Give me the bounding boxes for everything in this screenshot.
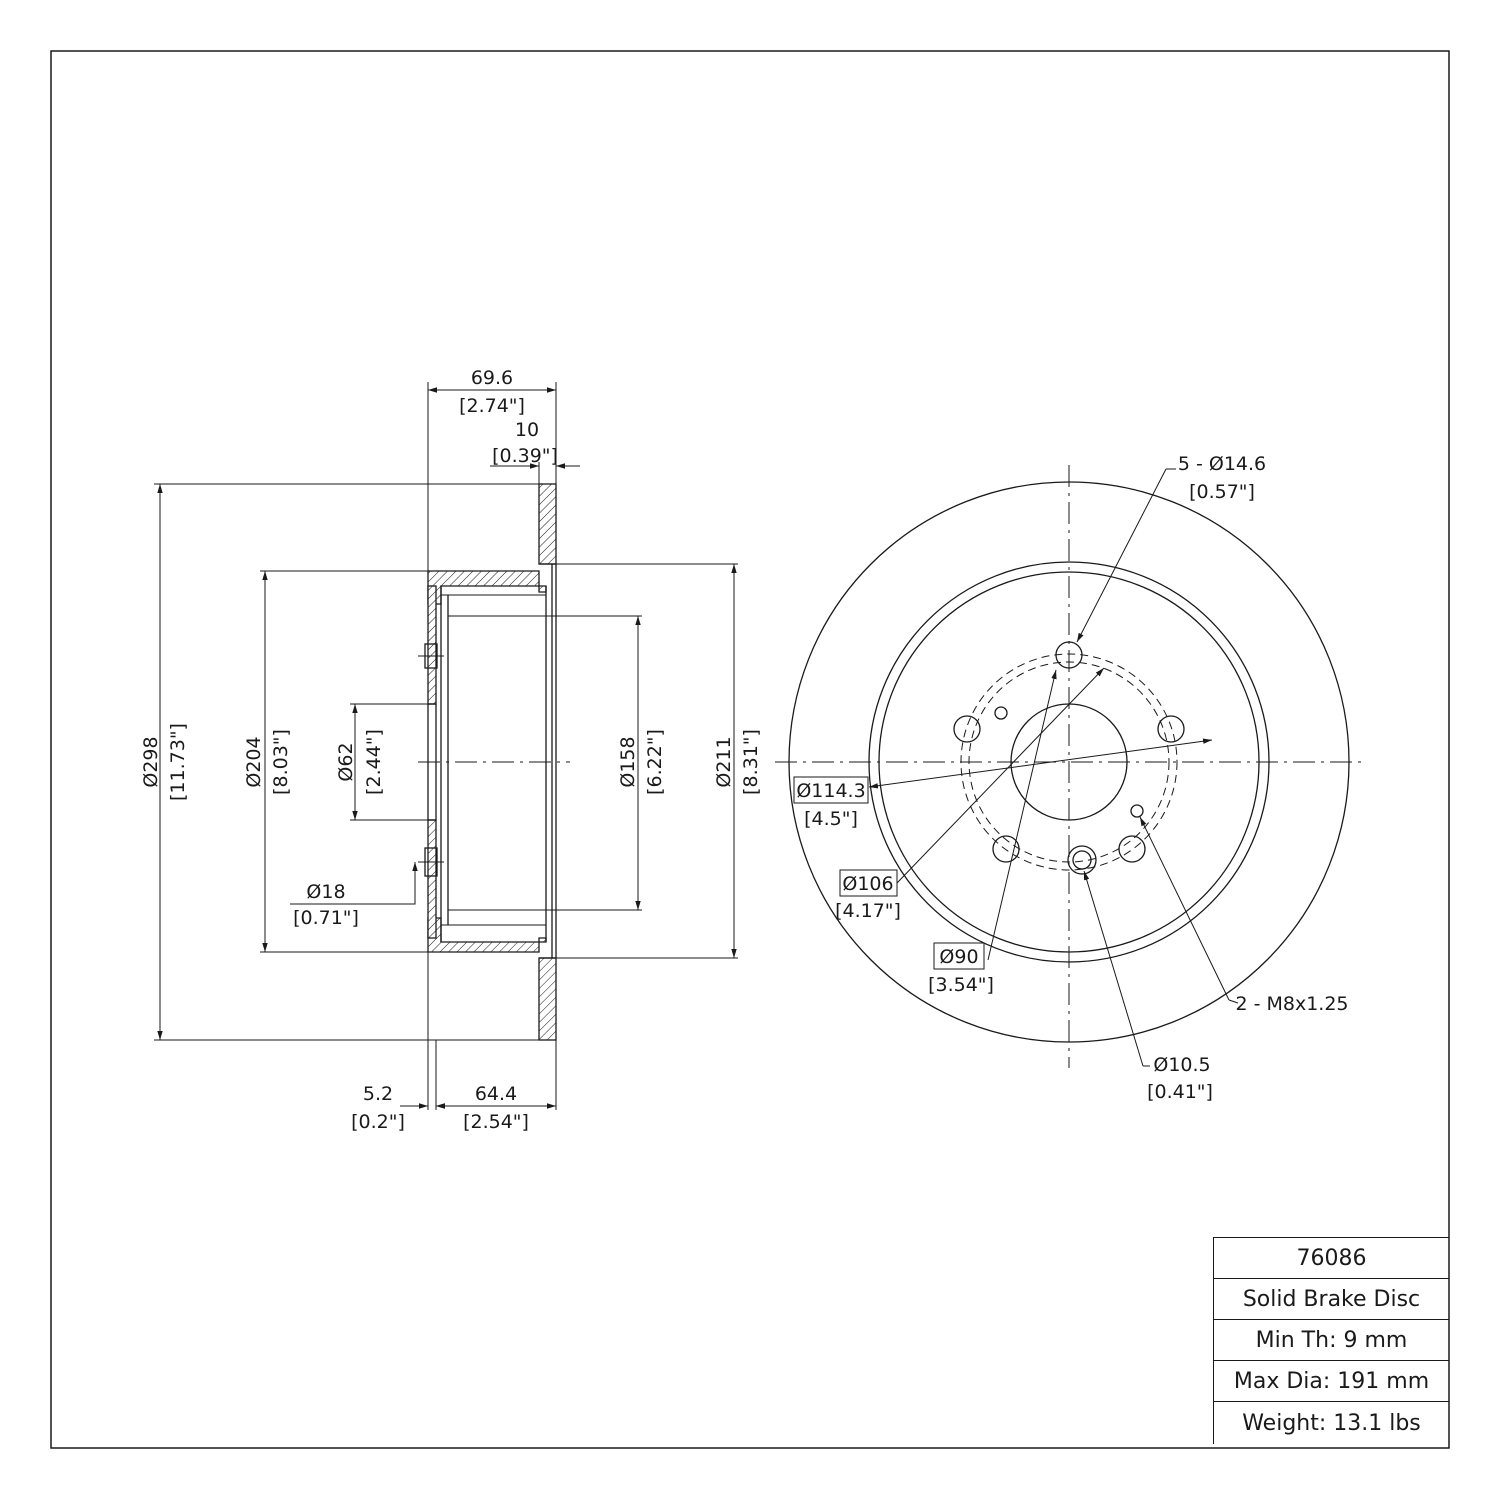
dim-inner-diameter-mm: Ø158 — [617, 736, 639, 787]
side-section-view: 69.6 [2.74"] 10 [0.39"] Ø298 [11.73"] Ø2… — [140, 367, 762, 1133]
bolt-circle-label: Ø114.3 — [796, 780, 865, 802]
part-number: 76086 — [1214, 1238, 1449, 1279]
bolt-holes-label: 5 - Ø14.6 — [1178, 453, 1266, 475]
dim-hat-diameter-mm: Ø204 — [243, 736, 265, 787]
weight: Weight: 13.1 lbs — [1242, 1410, 1421, 1436]
dim-hat-thickness-mm: 5.2 — [363, 1083, 393, 1105]
dim-outer-diameter-in: [11.73"] — [167, 723, 189, 801]
bolt-circle-label-in: [4.5"] — [804, 808, 858, 830]
dim-braking-thickness-in: [0.39"] — [492, 445, 558, 467]
small-hole — [1072, 850, 1092, 870]
front-view: 5 - Ø14.6 [0.57"] Ø114.3 [4.5"] Ø106 [4.… — [775, 453, 1363, 1103]
max-diameter: Max Dia: 191 mm — [1214, 1361, 1449, 1402]
pilot-circle-label: Ø90 — [939, 946, 978, 968]
dim-braking-thickness-mm: 10 — [515, 419, 539, 441]
dim-inner-diameter-in: [6.22"] — [644, 729, 666, 795]
bolt-hole — [1118, 835, 1146, 863]
hat-face-upper-section — [427, 585, 437, 705]
bolt-hole — [953, 715, 981, 743]
hat-wall-bottom-section — [427, 917, 547, 953]
dim-hat-outer-diameter-mm: Ø211 — [713, 736, 735, 787]
dim-hat-thickness-in: [0.2"] — [351, 1111, 405, 1133]
small-hole-outer — [1067, 845, 1097, 875]
bolt-holes-label-in: [0.57"] — [1189, 481, 1255, 503]
bolt-hole — [1157, 715, 1185, 743]
part-description: Solid Brake Disc — [1214, 1279, 1449, 1320]
dim-hat-height-in: [2.54"] — [463, 1111, 529, 1133]
small-hole-label: Ø10.5 — [1153, 1054, 1210, 1076]
drawing-frame — [50, 50, 1450, 1449]
pilot-circle-label-in: [3.54"] — [928, 974, 994, 996]
dim-stud-hole-in: [0.71"] — [293, 907, 359, 929]
friction-ring-top-section — [538, 483, 557, 565]
dim-center-bore-in: [2.44"] — [363, 729, 385, 795]
dashed-circle-label: Ø106 — [842, 873, 893, 895]
dim-overall-width-mm: 69.6 — [471, 367, 513, 389]
threaded-hole — [994, 706, 1008, 720]
dim-stud-hole-mm: Ø18 — [306, 881, 345, 903]
hat-wall-top-section — [427, 570, 547, 605]
dim-overall-width-in: [2.74"] — [459, 395, 525, 417]
bolt-hole — [992, 835, 1020, 863]
dashed-circle-label-in: [4.17"] — [835, 900, 901, 922]
dim-outer-diameter-mm: Ø298 — [140, 736, 162, 787]
friction-ring-bottom-section — [538, 957, 557, 1041]
min-thickness: Min Th: 9 mm — [1214, 1320, 1449, 1361]
small-hole-label-in: [0.41"] — [1147, 1081, 1213, 1103]
thread-holes-label: 2 - M8x1.25 — [1235, 993, 1348, 1015]
title-block: 76086 Solid Brake Disc Min Th: 9 mm Max … — [1213, 1237, 1449, 1444]
dim-center-bore-mm: Ø62 — [335, 742, 357, 781]
dim-hat-height-mm: 64.4 — [475, 1083, 517, 1105]
threaded-hole — [1130, 804, 1144, 818]
dim-hat-diameter-in: [8.03"] — [270, 729, 292, 795]
hat-face-lower-section — [427, 819, 437, 939]
dim-hat-outer-diameter-in: [8.31"] — [740, 729, 762, 795]
